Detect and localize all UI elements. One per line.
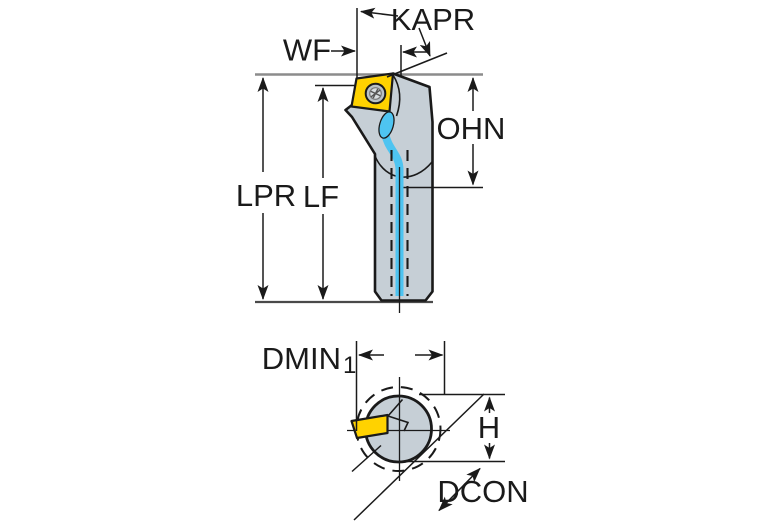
lf-label: LF (303, 179, 339, 214)
kapr-angle-line (386, 52, 448, 78)
end-view: DMIN 1 H DCON (262, 341, 529, 521)
insert-pocket-edge (392, 74, 401, 117)
side-view: KAPR WF OHN LPR LF (236, 2, 506, 313)
tool-body-side (344, 72, 434, 302)
kapr-label: KAPR (391, 2, 475, 37)
screw-torx-pattern (370, 88, 381, 99)
end-view-pocket-lines (387, 398, 410, 432)
dcon-label: DCON (437, 474, 528, 509)
clamp-screw-icon (364, 82, 387, 105)
ohn-label: OHN (437, 111, 506, 146)
dcon-dimension-line (438, 467, 481, 512)
dcon-tangent-line (353, 393, 485, 521)
dmin-subscript-label: 1 (343, 352, 356, 379)
kapr-leader-2 (418, 27, 431, 57)
wf-label: WF (283, 33, 331, 68)
h-label: H (478, 410, 500, 445)
cutting-insert-end (350, 413, 389, 440)
lpr-label: LPR (236, 178, 296, 213)
dmin-label: DMIN (262, 341, 341, 376)
dcon-tangent-segment (351, 444, 382, 473)
kapr-leader-1 (360, 7, 399, 19)
